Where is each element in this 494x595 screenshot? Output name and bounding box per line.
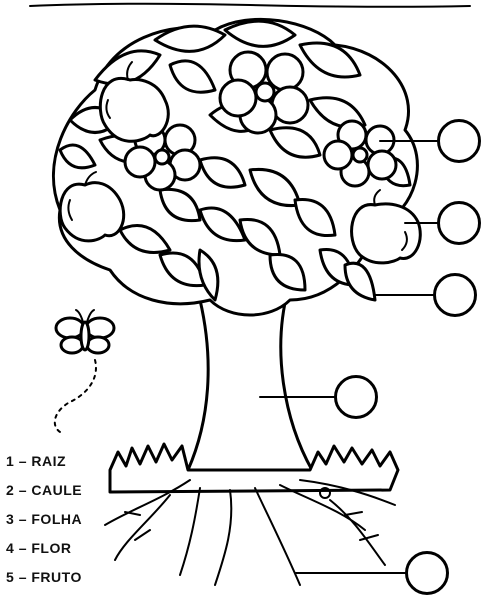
legend-item-fruto: 5 – FRUTO (6, 563, 82, 592)
legend-label: FOLHA (31, 511, 82, 527)
legend-separator: – (19, 453, 27, 469)
legend-item-raiz: 1 – RAIZ (6, 447, 82, 476)
butterfly (56, 310, 114, 353)
leaf (345, 263, 375, 300)
top-edge-line (30, 4, 470, 7)
legend-separator: – (19, 540, 27, 556)
answer-circle-flower[interactable] (437, 119, 481, 163)
legend-number: 1 (6, 453, 14, 469)
butterfly-flight-path (55, 360, 96, 432)
legend-label: FLOR (31, 540, 71, 556)
roots (105, 480, 395, 585)
legend-label: CAULE (31, 482, 82, 498)
legend-number: 5 (6, 569, 14, 585)
legend-number: 2 (6, 482, 14, 498)
legend-separator: – (19, 569, 27, 585)
legend-number: 4 (6, 540, 14, 556)
legend-separator: – (19, 511, 27, 527)
legend-number: 3 (6, 511, 14, 527)
answer-circle-leaf[interactable] (433, 273, 477, 317)
tree-trunk (188, 290, 312, 470)
legend-item-folha: 3 – FOLHA (6, 505, 82, 534)
answer-circle-root[interactable] (405, 551, 449, 595)
legend-item-caule: 2 – CAULE (6, 476, 82, 505)
answer-circle-fruit[interactable] (437, 201, 481, 245)
parts-legend: 1 – RAIZ 2 – CAULE 3 – FOLHA 4 – FLOR 5 … (6, 447, 82, 592)
legend-label: RAIZ (31, 453, 66, 469)
legend-separator: – (19, 482, 27, 498)
answer-circle-trunk[interactable] (334, 375, 378, 419)
legend-item-flor: 4 – FLOR (6, 534, 82, 563)
legend-label: FRUTO (31, 569, 81, 585)
